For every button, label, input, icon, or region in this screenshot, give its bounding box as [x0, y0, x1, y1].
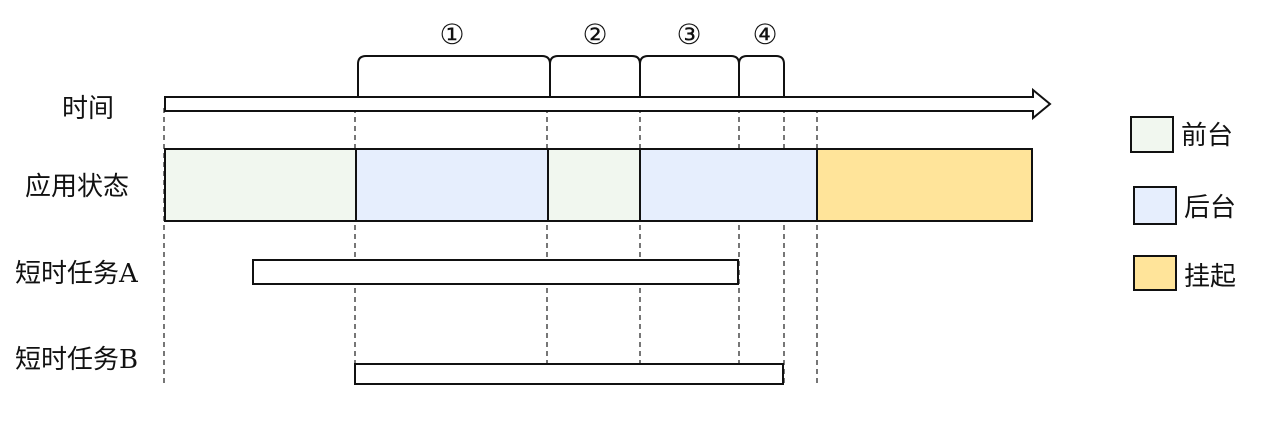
state-segment-background-2 [639, 148, 818, 222]
state-segment-foreground-2 [547, 148, 641, 222]
legend-label-suspended: 挂起 [1184, 262, 1236, 292]
row-label-task-b: 短时任务B [15, 345, 138, 375]
legend: 前台 后台 挂起 [1130, 116, 1236, 292]
task-a-bar [252, 259, 739, 285]
state-segment-suspended [816, 148, 1033, 222]
phase-label-1: ① [439, 18, 464, 51]
row-label-app-state: 应用状态 [25, 172, 129, 202]
time-arrow [164, 87, 1052, 121]
legend-label-background: 后台 [1184, 193, 1236, 223]
row-label-time: 时间 [62, 94, 114, 124]
phase-brackets [357, 55, 785, 96]
legend-swatch-foreground [1130, 116, 1174, 153]
state-segment-foreground-1 [164, 148, 357, 222]
phase-bracket-4 [738, 55, 785, 96]
phase-bracket-2 [549, 55, 641, 96]
task-b-bar [354, 363, 784, 385]
state-segment-background-1 [355, 148, 549, 222]
row-label-task-a: 短时任务A [15, 259, 139, 289]
phase-bracket-1 [357, 55, 551, 96]
app-state-bar [164, 148, 1033, 222]
phase-label-2: ② [582, 18, 607, 51]
legend-label-foreground: 前台 [1181, 121, 1233, 151]
legend-swatch-suspended [1133, 255, 1177, 291]
phase-bracket-3 [639, 55, 740, 96]
legend-swatch-background [1133, 186, 1177, 225]
phase-label-4: ④ [752, 18, 777, 51]
phase-label-3: ③ [676, 18, 701, 51]
